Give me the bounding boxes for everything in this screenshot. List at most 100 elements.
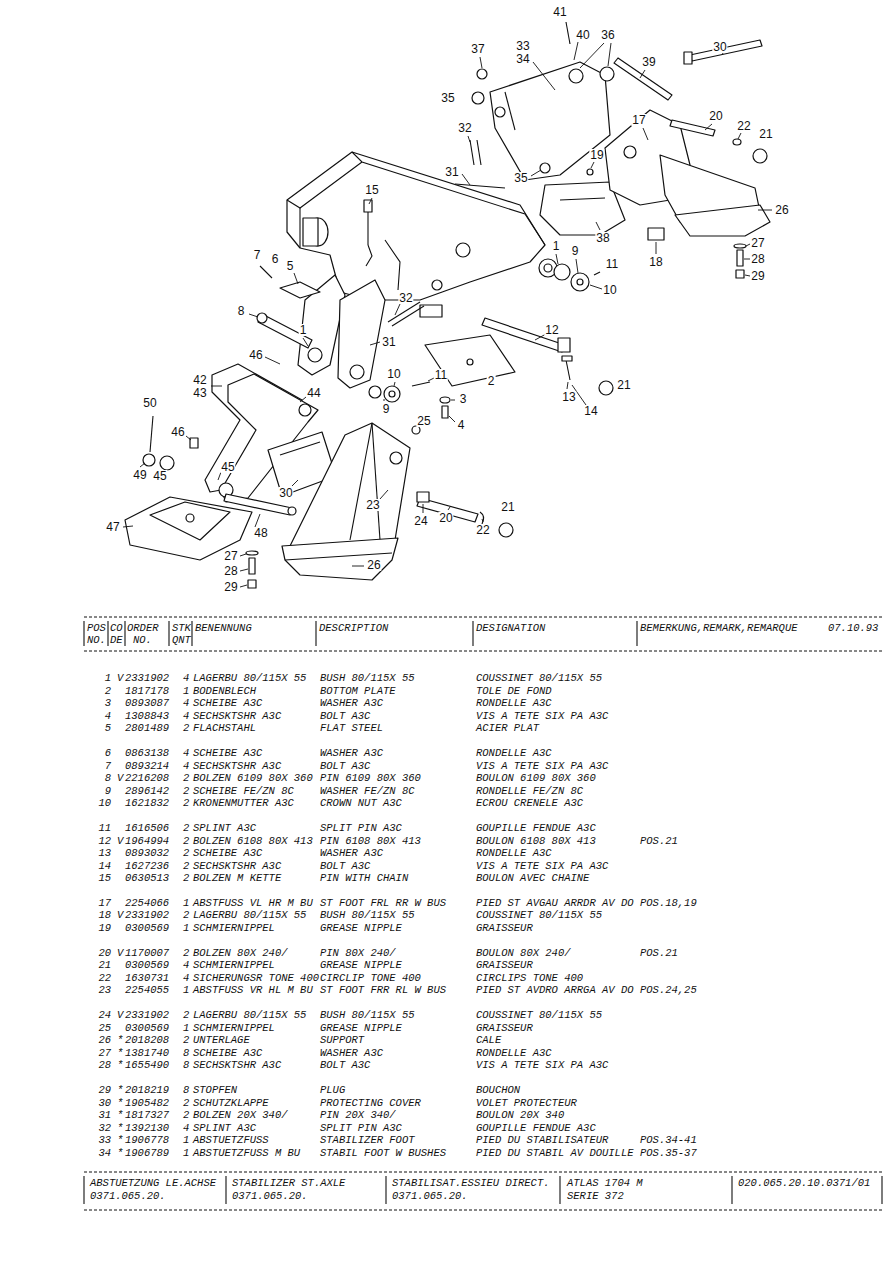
upper-stabilizer-foot-part — [505, 92, 515, 130]
leader-lines-part — [462, 174, 470, 185]
table-cell: PROTECTING COVER — [320, 1098, 421, 1109]
table-cell: 2018208 — [125, 1035, 169, 1046]
leader-lines-part — [186, 436, 191, 440]
table-header: DE — [110, 635, 123, 646]
footer-text: ATLAS 1704 M — [567, 1178, 643, 1189]
table-cell: SECHSKTSHR A3C — [193, 1060, 281, 1071]
table-cell: 7 — [105, 761, 111, 772]
upper-stabilizer-foot-part — [684, 52, 692, 64]
table-cell: 24 — [98, 1010, 111, 1021]
table-cell: FLAT STEEL — [320, 723, 383, 734]
table-cell: 26 — [98, 1035, 111, 1046]
table-rules-part — [168, 621, 169, 646]
leader-lines-part — [300, 397, 306, 402]
callout-number: 29 — [750, 270, 765, 282]
pins-and-washers-part — [412, 426, 420, 434]
table-cell: 1 — [183, 923, 189, 934]
footer-text: STABILIZER ST.AXLE — [232, 1178, 345, 1189]
right-stabilizer-foot-part — [480, 512, 484, 524]
callout-number: 47 — [105, 521, 120, 533]
callout-number: 36 — [600, 29, 615, 41]
leader-lines-part — [249, 314, 258, 317]
leader-lines-part — [211, 386, 222, 387]
table-cell: POS.35-37 — [640, 1148, 697, 1159]
table-cell: 2331902 — [125, 910, 169, 921]
callout-number: 4 — [457, 419, 466, 431]
left-stabilizer-foot-part — [248, 580, 256, 588]
right-stabilizer-foot-part — [499, 523, 513, 537]
callout-number: 31 — [444, 166, 459, 178]
table-header: NO. — [87, 635, 106, 646]
table-cell: WASHER A3C — [320, 848, 383, 859]
table-cell: 31 — [98, 1110, 111, 1121]
table-cell: V — [117, 836, 123, 847]
main-beam-part — [385, 240, 400, 290]
leader-lines-part — [370, 342, 380, 345]
table-cell: 1392130 — [125, 1123, 169, 1134]
table-cell: GOUPILLE FENDUE A3C — [476, 823, 596, 834]
table-cell: 1627236 — [125, 861, 169, 872]
table-cell: COUSSINET 80/115X 55 — [476, 673, 602, 684]
table-cell: ABSTUETZFUSS M BU — [193, 1148, 300, 1159]
callout-number: 17 — [631, 114, 646, 126]
callout-number: 21 — [616, 379, 631, 391]
leader-lines-part — [643, 128, 648, 140]
table-rules-part — [83, 1176, 84, 1204]
table-cell: 0300569 — [125, 1023, 169, 1034]
table-cell: BOUCHON — [476, 1085, 520, 1096]
pins-and-washers-part — [442, 406, 448, 418]
leader-lines-part — [608, 43, 611, 66]
upper-stabilizer-foot — [455, 22, 762, 235]
callout-number: 8 — [237, 305, 246, 317]
table-cell: 1964994 — [125, 836, 169, 847]
table-cell: 32 — [98, 1123, 111, 1134]
table-cell: * — [117, 1148, 123, 1159]
pins-and-washers — [257, 264, 613, 434]
table-cell: 0300569 — [125, 923, 169, 934]
callout-number: 50 — [142, 397, 157, 409]
callout-number: 21 — [758, 128, 773, 140]
table-cell: 3 — [105, 698, 111, 709]
table-cell: 0863138 — [125, 748, 169, 759]
callout-number: 37 — [470, 43, 485, 55]
table-cell: 2 — [183, 873, 189, 884]
table-cell: PIED DU STABILISATEUR — [476, 1135, 608, 1146]
table-cell: FLACHSTAHL — [193, 723, 256, 734]
table-cell: 4 — [183, 1123, 189, 1134]
table-cell: 2 — [183, 823, 189, 834]
table-cell: PIED ST AVGAU ARRDR AV DO — [476, 898, 634, 909]
table-cell: SECHSKTSHR A3C — [193, 861, 281, 872]
left-stabilizer-arm — [143, 364, 318, 515]
table-cell: WASHER A3C — [320, 1048, 383, 1059]
table-cell: POS.21 — [640, 948, 678, 959]
leader-lines-part — [352, 566, 364, 567]
pins-and-washers-part — [280, 282, 320, 298]
table-cell: SCHEIBE A3C — [193, 848, 262, 859]
table-rules-part — [225, 1176, 226, 1204]
table-cell: 1 — [183, 898, 189, 909]
table-cell: BOLZEN 20X 340/ — [193, 1110, 288, 1121]
table-cell: ABSTFUSS VR HL M BU — [193, 985, 313, 996]
table-cell: BUSH 80/115X 55 — [320, 910, 415, 921]
leader-lines-part — [218, 472, 221, 480]
table-cell: 10 — [98, 798, 111, 809]
table-header: NO. — [133, 635, 152, 646]
table-cell: V — [117, 910, 123, 921]
table-cell: 1905482 — [125, 1098, 169, 1109]
leader-lines-part — [480, 57, 482, 68]
callout-number: 9 — [571, 245, 580, 257]
callout-number: 30 — [278, 487, 293, 499]
table-cell: 2 — [183, 1035, 189, 1046]
upper-stabilizer-foot-part — [690, 40, 762, 61]
table-rules-part — [84, 617, 882, 618]
right-stabilizer-foot-part — [390, 452, 402, 464]
upper-right-foot-part — [736, 270, 744, 278]
main-beam-part — [287, 152, 545, 300]
table-cell: 1 — [183, 1023, 189, 1034]
table-rules-part — [191, 621, 192, 646]
table-cell: POS.18,19 — [640, 898, 697, 909]
footer-text: STABILISAT.ESSIEU DIRECT. — [392, 1178, 550, 1189]
table-cell: POS.24,25 — [640, 985, 697, 996]
table-cell: PIED DU STABIL AV DOUILLE — [476, 1148, 634, 1159]
